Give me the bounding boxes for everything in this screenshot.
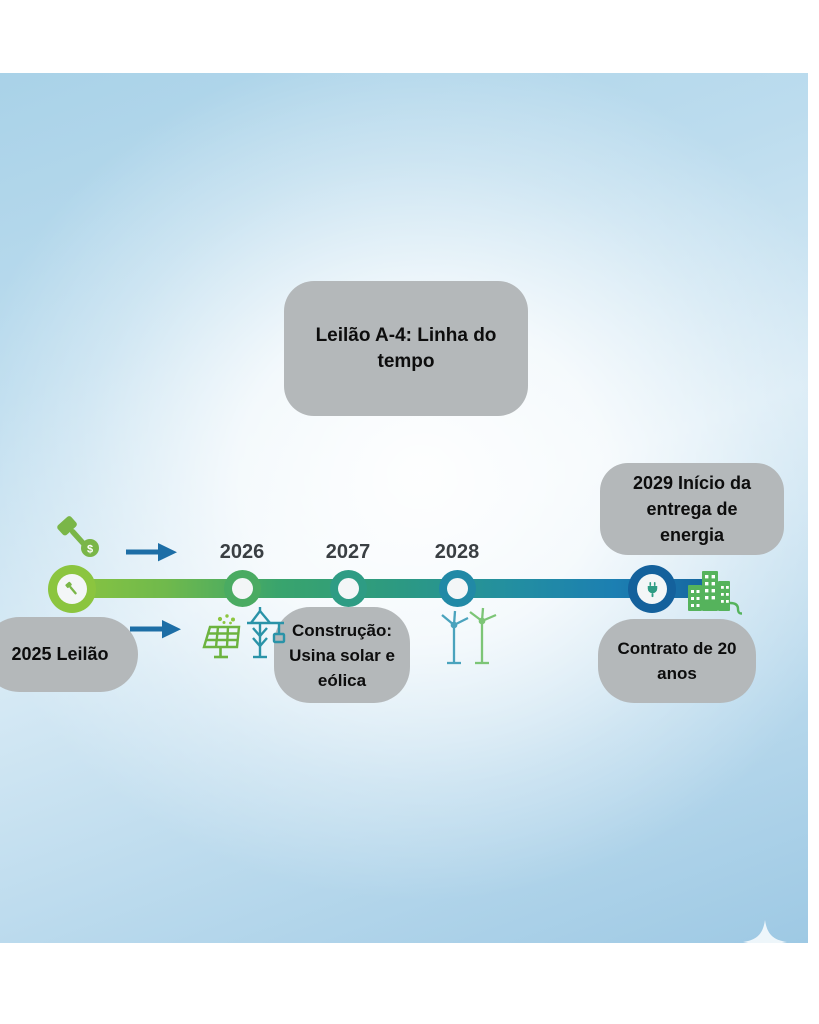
page-title: Leilão A-4: Linha do tempo: [284, 281, 528, 416]
timeline-node-2029[interactable]: [628, 565, 676, 613]
sparkle-icon: [742, 919, 788, 943]
label-contract-term: Contrato de 20 anos: [598, 619, 756, 703]
milestone-dot-icon: [447, 578, 468, 599]
timeline-node-2027[interactable]: [330, 570, 367, 607]
label-construction: Construção: Usina solar e eólica: [274, 607, 410, 703]
timeline-year-2027: 2027: [325, 541, 371, 563]
milestone-dot-icon: [232, 578, 253, 599]
milestone-dot-icon: [338, 578, 359, 599]
label-delivery-start: 2029 Início da entrega de energia: [600, 463, 784, 555]
timeline-year-2028: 2028: [434, 541, 480, 563]
solar-panel-crane-icon: [198, 605, 288, 674]
svg-text:$: $: [87, 544, 93, 556]
timeline-bar: [62, 579, 720, 598]
arrow-right-icon: [126, 539, 178, 570]
arrow-right-icon: [130, 616, 182, 647]
timeline-node-2026[interactable]: [224, 570, 261, 607]
slide-canvas: Leilão A-4: Linha do tempo 2026 2027 202…: [0, 73, 808, 943]
plug-icon: [637, 574, 667, 604]
timeline-node-2028[interactable]: [439, 570, 476, 607]
timeline-node-2025[interactable]: [48, 565, 96, 613]
wind-turbine-icon: [434, 607, 506, 674]
city-buildings-icon: [682, 569, 745, 622]
gavel-money-icon: $: [48, 515, 104, 568]
gavel-icon: [57, 574, 87, 604]
label-auction: 2025 Leilão: [0, 617, 138, 692]
timeline-year-2026: 2026: [219, 541, 265, 563]
